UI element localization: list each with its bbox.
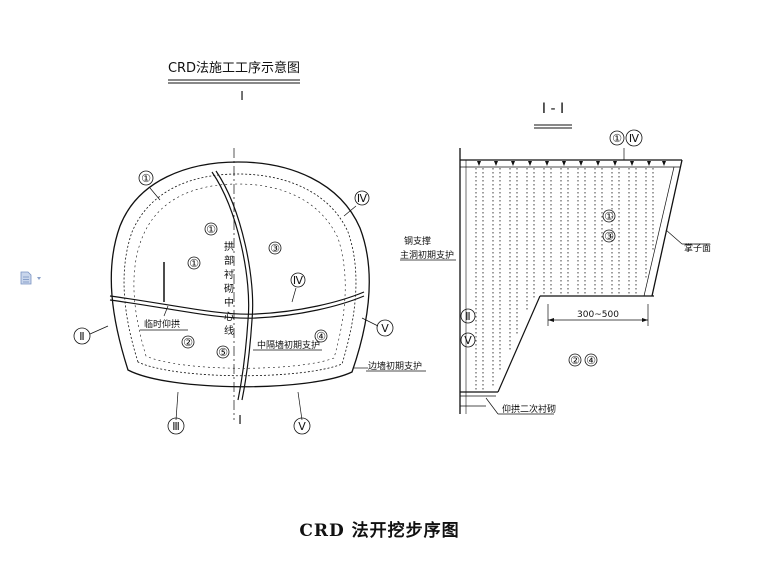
left-cross-section: CRD法施工工序示意图 I I: [89, 60, 426, 427]
left-title: CRD法施工工序示意图: [168, 60, 300, 76]
temp-invert-label: 临时仰拱: [144, 318, 180, 330]
svg-text:①: ①: [612, 132, 622, 145]
svg-text:①: ①: [206, 223, 216, 236]
svg-text:②: ②: [570, 354, 580, 367]
center-line-vertical-label: 拱 部 衬 砌 中 心 线: [224, 240, 234, 337]
svg-text:Ⅴ: Ⅴ: [464, 334, 472, 347]
svg-text:①: ①: [189, 257, 199, 270]
svg-text:Ⅳ: Ⅳ: [357, 192, 368, 205]
tunnel-inner-outline: [123, 173, 357, 377]
svg-text:Ⅳ: Ⅳ: [293, 274, 304, 287]
svg-text:Ⅱ: Ⅱ: [79, 330, 84, 343]
svg-text:⑤: ⑤: [218, 346, 228, 359]
temporary-invert: [109, 291, 365, 315]
face-label: 掌子面: [684, 243, 711, 254]
svg-text:Ⅳ: Ⅳ: [629, 132, 640, 145]
steel-support-columns: [475, 168, 654, 390]
svg-text:中: 中: [224, 296, 234, 309]
svg-text:②: ②: [183, 336, 193, 349]
tunnel-outer-outline: [110, 161, 370, 388]
svg-text:④: ④: [586, 354, 596, 367]
document-icon: [20, 271, 32, 285]
right-longitudinal-section: I - I: [400, 101, 710, 415]
svg-text:Ⅱ: Ⅱ: [465, 310, 470, 323]
svg-text:部: 部: [224, 254, 234, 267]
svg-text:心: 心: [224, 311, 234, 323]
anchor-bolt-markers: [477, 161, 666, 166]
svg-text:Ⅴ: Ⅴ: [298, 420, 306, 433]
svg-text:③: ③: [270, 242, 280, 255]
svg-text:①: ①: [141, 172, 151, 185]
figure-caption: CRD 法开挖步序图: [299, 521, 460, 541]
svg-text:拱: 拱: [224, 240, 234, 253]
left-step-markers: ① Ⅳ ① ① ③ Ⅳ ② ④ ⑤ Ⅱ Ⅲ Ⅴ Ⅴ: [73, 170, 394, 435]
chevron-down-icon: [37, 277, 41, 280]
svg-text:线: 线: [224, 324, 234, 337]
svg-text:④: ④: [316, 330, 326, 343]
svg-text:Ⅴ: Ⅴ: [381, 322, 389, 335]
svg-text:①: ①: [604, 210, 614, 223]
dimension-label: 300~500: [577, 310, 619, 320]
tunnel-inner-outline-2: [133, 183, 346, 369]
middle-wall-label: 中隔墙初期支护: [257, 339, 320, 351]
right-step-markers: ① Ⅳ ① ③ Ⅱ Ⅴ ② ④: [460, 129, 643, 367]
steel-support-label: 钢支撑: [404, 235, 431, 247]
svg-text:砌: 砌: [224, 283, 234, 295]
middle-partition-wall: [211, 171, 250, 401]
section-mark-bottom: I: [238, 413, 242, 427]
svg-text:衬: 衬: [224, 268, 234, 281]
section-mark-top: I: [240, 89, 244, 103]
side-wall-label: 边墙初期支护: [368, 360, 422, 372]
svg-text:③: ③: [604, 230, 614, 243]
document-menu-button[interactable]: [19, 270, 49, 285]
right-title: I - I: [542, 101, 564, 117]
svg-text:Ⅲ: Ⅲ: [172, 420, 180, 433]
primary-support-label: 主洞初期支护: [400, 249, 454, 261]
invert-lining-label: 仰拱二次衬砌: [502, 403, 556, 415]
